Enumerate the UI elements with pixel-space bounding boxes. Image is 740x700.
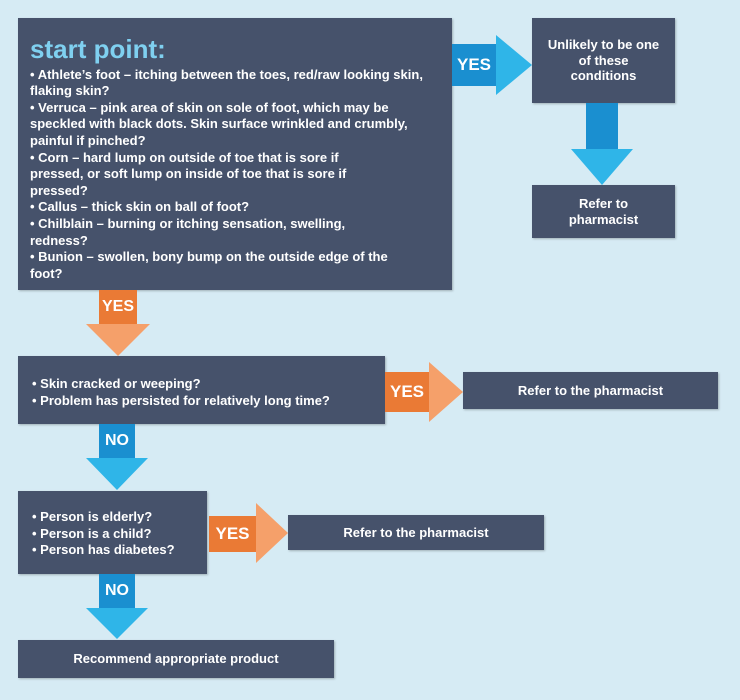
yes-arrow-right-orange-1 xyxy=(385,362,463,422)
condition-athletes-foot: Athlete’s foot – itching between the toe… xyxy=(30,67,440,100)
refer-pharmacist-box-step2: Refer to the pharmacist xyxy=(288,515,544,550)
yes-arrow-label-bg xyxy=(452,44,496,86)
start-point-conditions-list: Athlete’s foot – itching between the toe… xyxy=(30,67,440,283)
yes-arrow-right-orange-2 xyxy=(209,503,288,563)
down-arrow-shaft xyxy=(586,103,618,149)
condition-callus: Callus – thick skin on ball of foot? xyxy=(30,199,440,216)
no-arrow-down-blue-2 xyxy=(86,574,148,639)
yes-arrow-head xyxy=(256,503,288,563)
question-child: Person is a child? xyxy=(32,526,193,543)
step2-questions-list: Person is elderly? Person is a child? Pe… xyxy=(32,509,193,559)
yes-arrow-label-bg xyxy=(209,516,256,552)
no-arrow-label-bg xyxy=(99,424,135,458)
yes-arrow-head xyxy=(86,324,150,356)
refer-pharmacist-box-step1: Refer to the pharmacist xyxy=(463,372,718,409)
question-persisted: Problem has persisted for relatively lon… xyxy=(32,393,371,410)
yes-arrow-head xyxy=(496,35,532,95)
condition-verruca: Verruca – pink area of skin on sole of f… xyxy=(30,100,440,150)
condition-bunion: Bunion – swollen, bony bump on the outsi… xyxy=(30,249,400,282)
unlikely-box: Unlikely to be one of these conditions xyxy=(532,18,675,103)
yes-arrow-right-blue xyxy=(452,35,532,95)
question-diabetes: Person has diabetes? xyxy=(32,542,193,559)
yes-arrow-label-bg xyxy=(99,290,137,324)
down-arrow-blue-right xyxy=(571,103,633,185)
down-arrow-head xyxy=(571,149,633,185)
no-arrow-label-bg xyxy=(99,574,135,608)
step2-questions-box: Person is elderly? Person is a child? Pe… xyxy=(18,491,207,574)
no-arrow-down-blue-1 xyxy=(86,424,148,490)
no-arrow-head xyxy=(86,458,148,490)
start-point-title: start point: xyxy=(30,34,166,64)
yes-arrow-label-bg xyxy=(385,372,429,412)
no-arrow-head xyxy=(86,608,148,639)
condition-chilblain: Chilblain – burning or itching sensation… xyxy=(30,216,400,249)
question-elderly: Person is elderly? xyxy=(32,509,193,526)
start-point-box: start point: Athlete’s foot – itching be… xyxy=(18,18,452,290)
refer-pharmacist-box-top: Refer to pharmacist xyxy=(532,185,675,238)
condition-corn: Corn – hard lump on outside of toe that … xyxy=(30,150,390,200)
step1-questions-list: Skin cracked or weeping? Problem has per… xyxy=(32,376,371,409)
yes-arrow-down-orange xyxy=(86,290,150,356)
step1-questions-box: Skin cracked or weeping? Problem has per… xyxy=(18,356,385,424)
recommend-product-box: Recommend appropriate product xyxy=(18,640,334,678)
question-skin-cracked: Skin cracked or weeping? xyxy=(32,376,371,393)
yes-arrow-head xyxy=(429,362,463,422)
